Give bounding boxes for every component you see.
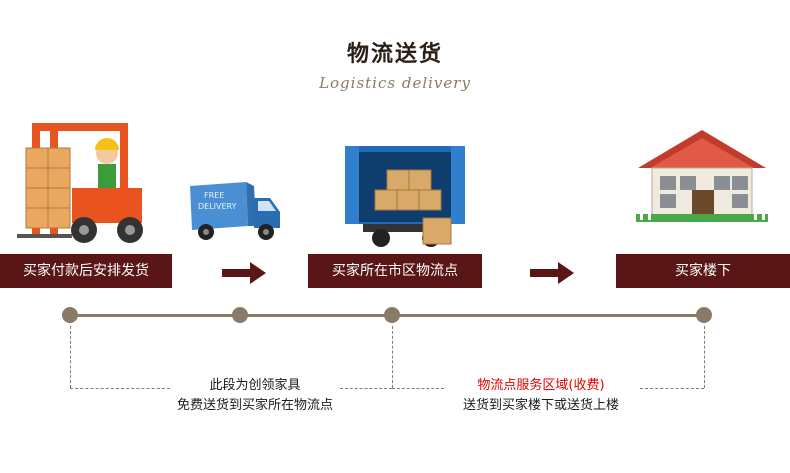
note-right-line1: 物流点服务区域(收费) — [477, 378, 605, 393]
step-banner-2: 买家所在市区物流点 — [308, 254, 482, 288]
truck-text-line1: FREE — [204, 191, 224, 200]
house-icon — [636, 130, 768, 222]
bracket-mid — [392, 326, 393, 388]
page-title: 物流送货 — [346, 42, 443, 67]
step-banner-3: 买家楼下 — [616, 254, 790, 288]
note-right: 物流点服务区域(收费) 送货到买家楼下或送货上楼 — [436, 376, 646, 416]
bracket-right-end — [704, 326, 705, 388]
arrow-right-icon — [530, 262, 574, 284]
timeline-node-4 — [696, 307, 712, 323]
step-banner-1: 买家付款后安排发货 — [0, 254, 172, 288]
forklift-icon — [17, 123, 143, 243]
timeline-node-3 — [384, 307, 400, 323]
truck-text-line2: DELIVERY — [198, 202, 237, 211]
script-subtitle: Logistics delivery — [319, 74, 471, 92]
bracket-left-h2 — [340, 388, 392, 389]
delivery-truck-icon: FREE DELIVERY — [190, 182, 280, 240]
note-left-line1: 此段为创领家具 — [209, 378, 301, 393]
timeline-node-2 — [232, 307, 248, 323]
note-left: 此段为创领家具 免费送货到买家所在物流点 — [150, 376, 360, 416]
cargo-truck-icon — [345, 146, 465, 247]
arrow-right-icon — [222, 262, 266, 284]
note-left-line2: 免费送货到买家所在物流点 — [176, 398, 333, 413]
bracket-left-start — [70, 326, 71, 388]
timeline-node-1 — [62, 307, 78, 323]
bracket-left-h1 — [70, 388, 170, 389]
note-right-line2: 送货到买家楼下或送货上楼 — [462, 398, 619, 413]
bracket-right-h2 — [640, 388, 704, 389]
bracket-right-h1 — [392, 388, 444, 389]
